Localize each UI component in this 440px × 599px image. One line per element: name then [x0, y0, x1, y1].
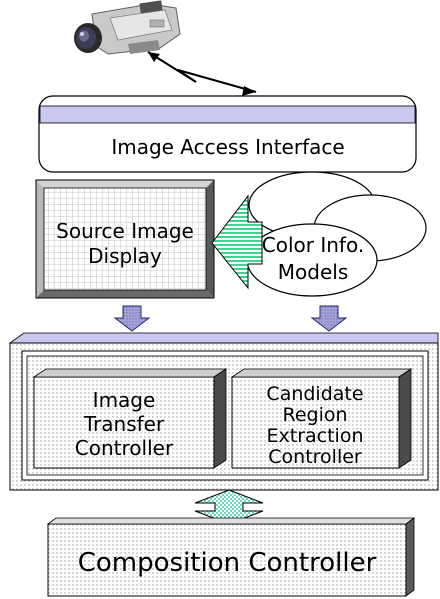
candidate-controller-line-3: Extraction	[267, 425, 364, 447]
source-display-line-2: Display	[88, 244, 162, 268]
image-transfer-controller: Image Transfer Controller	[32, 368, 228, 469]
transfer-controller-line-1: Image	[93, 388, 156, 412]
candidate-controller-line-2: Region	[282, 404, 347, 426]
video-camera-icon	[74, 0, 181, 55]
candidate-controller-line-4: Controller	[268, 446, 362, 468]
image-access-interface-label: Image Access Interface	[111, 135, 344, 159]
color-info-models: Color Info. Models	[246, 171, 427, 297]
models-to-display-arrow	[211, 194, 263, 290]
down-arrow-right	[310, 305, 348, 332]
camera-connection-link	[147, 51, 257, 96]
composition-controller-label: Composition Controller	[78, 548, 377, 578]
source-image-display-box: Source Image Display	[35, 179, 215, 299]
candidate-region-extraction-controller: Candidate Region Extraction Controller	[230, 368, 413, 469]
source-display-line-1: Source Image	[56, 219, 194, 243]
color-models-line-1: Color Info.	[262, 233, 364, 257]
color-models-line-2: Models	[278, 260, 348, 284]
transfer-controller-line-3: Controller	[75, 436, 174, 460]
transfer-controller-line-2: Transfer	[83, 412, 165, 436]
candidate-controller-line-1: Candidate	[266, 383, 363, 405]
image-access-interface-box: Image Access Interface	[38, 95, 417, 173]
composition-controller-box: Composition Controller	[46, 517, 416, 597]
down-arrow-left	[113, 305, 151, 332]
